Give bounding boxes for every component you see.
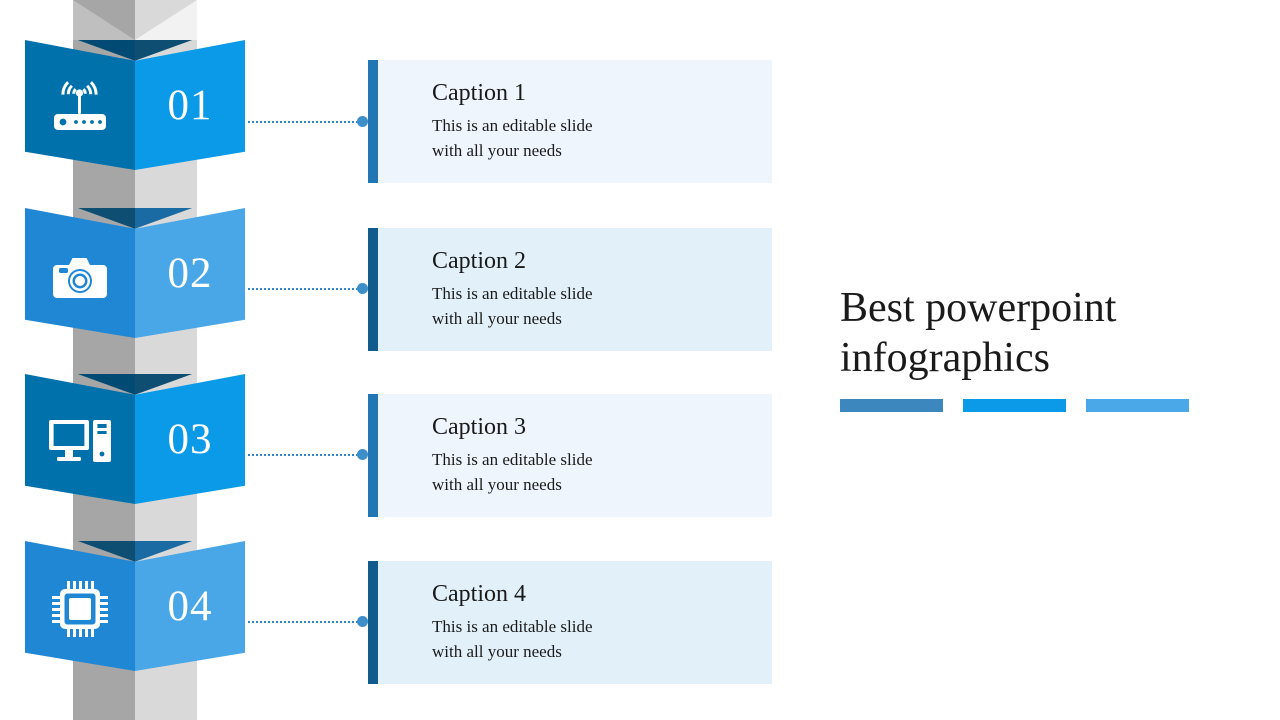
block-02-right-face [135,208,245,338]
caption-body: Caption 1 This is an editable slide with… [378,60,772,183]
connector-dotted-line [248,454,366,456]
wifi-router-icon [25,68,135,148]
block-01-right-face [135,40,245,170]
accent-bar-row [840,399,1240,413]
page-title: Best powerpoint infographics [840,284,1240,383]
page-title-line-2: infographics [840,334,1050,381]
camera-icon [25,236,135,316]
block-01-right-panel: 01 [135,40,245,170]
block-03-left-face [25,374,135,504]
block-number-label: 01 [167,81,213,129]
caption-card-4[interactable]: Caption 4 This is an editable slide with… [368,561,772,684]
connector-dotted-line [248,621,366,623]
connector-endpoint-dot [357,449,368,460]
connector-endpoint-dot [357,283,368,294]
accent-bar-1 [840,399,943,413]
caption-description: This is an editable slide with all your … [432,614,772,665]
block-02-right-panel: 02 [135,208,245,338]
caption-body: Caption 3 This is an editable slide with… [378,394,772,517]
pillar-pyramid-cap [73,0,197,40]
desktop-computer-icon [25,402,135,482]
caption-description-line-1: This is an editable slide [432,449,593,469]
block-01-left-panel [25,40,135,170]
accent-bar-2 [963,399,1066,413]
connector-dotted-line [248,121,366,123]
caption-title: Caption 3 [432,414,526,440]
connector-dotted-line [248,288,366,290]
caption-accent-bar [368,561,378,684]
block-01[interactable]: 01 [25,40,245,170]
block-04-right-panel: 04 [135,541,245,671]
caption-description-line-2: with all your needs [432,642,562,662]
block-04[interactable]: 04 [25,541,245,671]
block-number-label: 02 [167,249,213,297]
connector-1 [248,116,368,128]
block-number-label: 03 [167,415,213,463]
cpu-chip-icon [25,569,135,649]
connector-3 [248,449,368,461]
caption-title: Caption 2 [432,248,526,274]
caption-card-1[interactable]: Caption 1 This is an editable slide with… [368,60,772,183]
block-04-right-face [135,541,245,671]
caption-accent-bar [368,394,378,517]
block-03[interactable]: 03 [25,374,245,504]
block-02-left-panel [25,208,135,338]
connector-4 [248,616,368,628]
page-title-line-1: Best powerpoint [840,285,1117,331]
caption-accent-bar [368,228,378,351]
caption-description-line-1: This is an editable slide [432,115,593,135]
caption-body: Caption 2 This is an editable slide with… [378,228,772,351]
caption-description-line-1: This is an editable slide [432,616,593,636]
caption-body: Caption 4 This is an editable slide with… [378,561,772,684]
caption-card-3[interactable]: Caption 3 This is an editable slide with… [368,394,772,517]
block-04-left-panel [25,541,135,671]
connector-endpoint-dot [357,116,368,127]
block-02[interactable]: 02 [25,208,245,338]
connector-2 [248,283,368,295]
block-03-left-panel [25,374,135,504]
title-block: Best powerpoint infographics [840,284,1240,413]
caption-accent-bar [368,60,378,183]
cap-left-face [73,0,135,40]
caption-title: Caption 4 [432,581,526,607]
caption-description-line-2: with all your needs [432,141,562,161]
cap-right-face [135,0,197,40]
caption-description-line-2: with all your needs [432,309,562,329]
caption-card-2[interactable]: Caption 2 This is an editable slide with… [368,228,772,351]
caption-description-line-1: This is an editable slide [432,283,593,303]
caption-title: Caption 1 [432,80,526,106]
caption-description: This is an editable slide with all your … [432,447,772,498]
accent-bar-3 [1086,399,1189,413]
block-number-label: 04 [167,582,213,630]
block-03-right-face [135,374,245,504]
connector-endpoint-dot [357,616,368,627]
caption-description: This is an editable slide with all your … [432,281,772,332]
caption-description: This is an editable slide with all your … [432,113,772,164]
caption-description-line-2: with all your needs [432,475,562,495]
block-03-right-panel: 03 [135,374,245,504]
